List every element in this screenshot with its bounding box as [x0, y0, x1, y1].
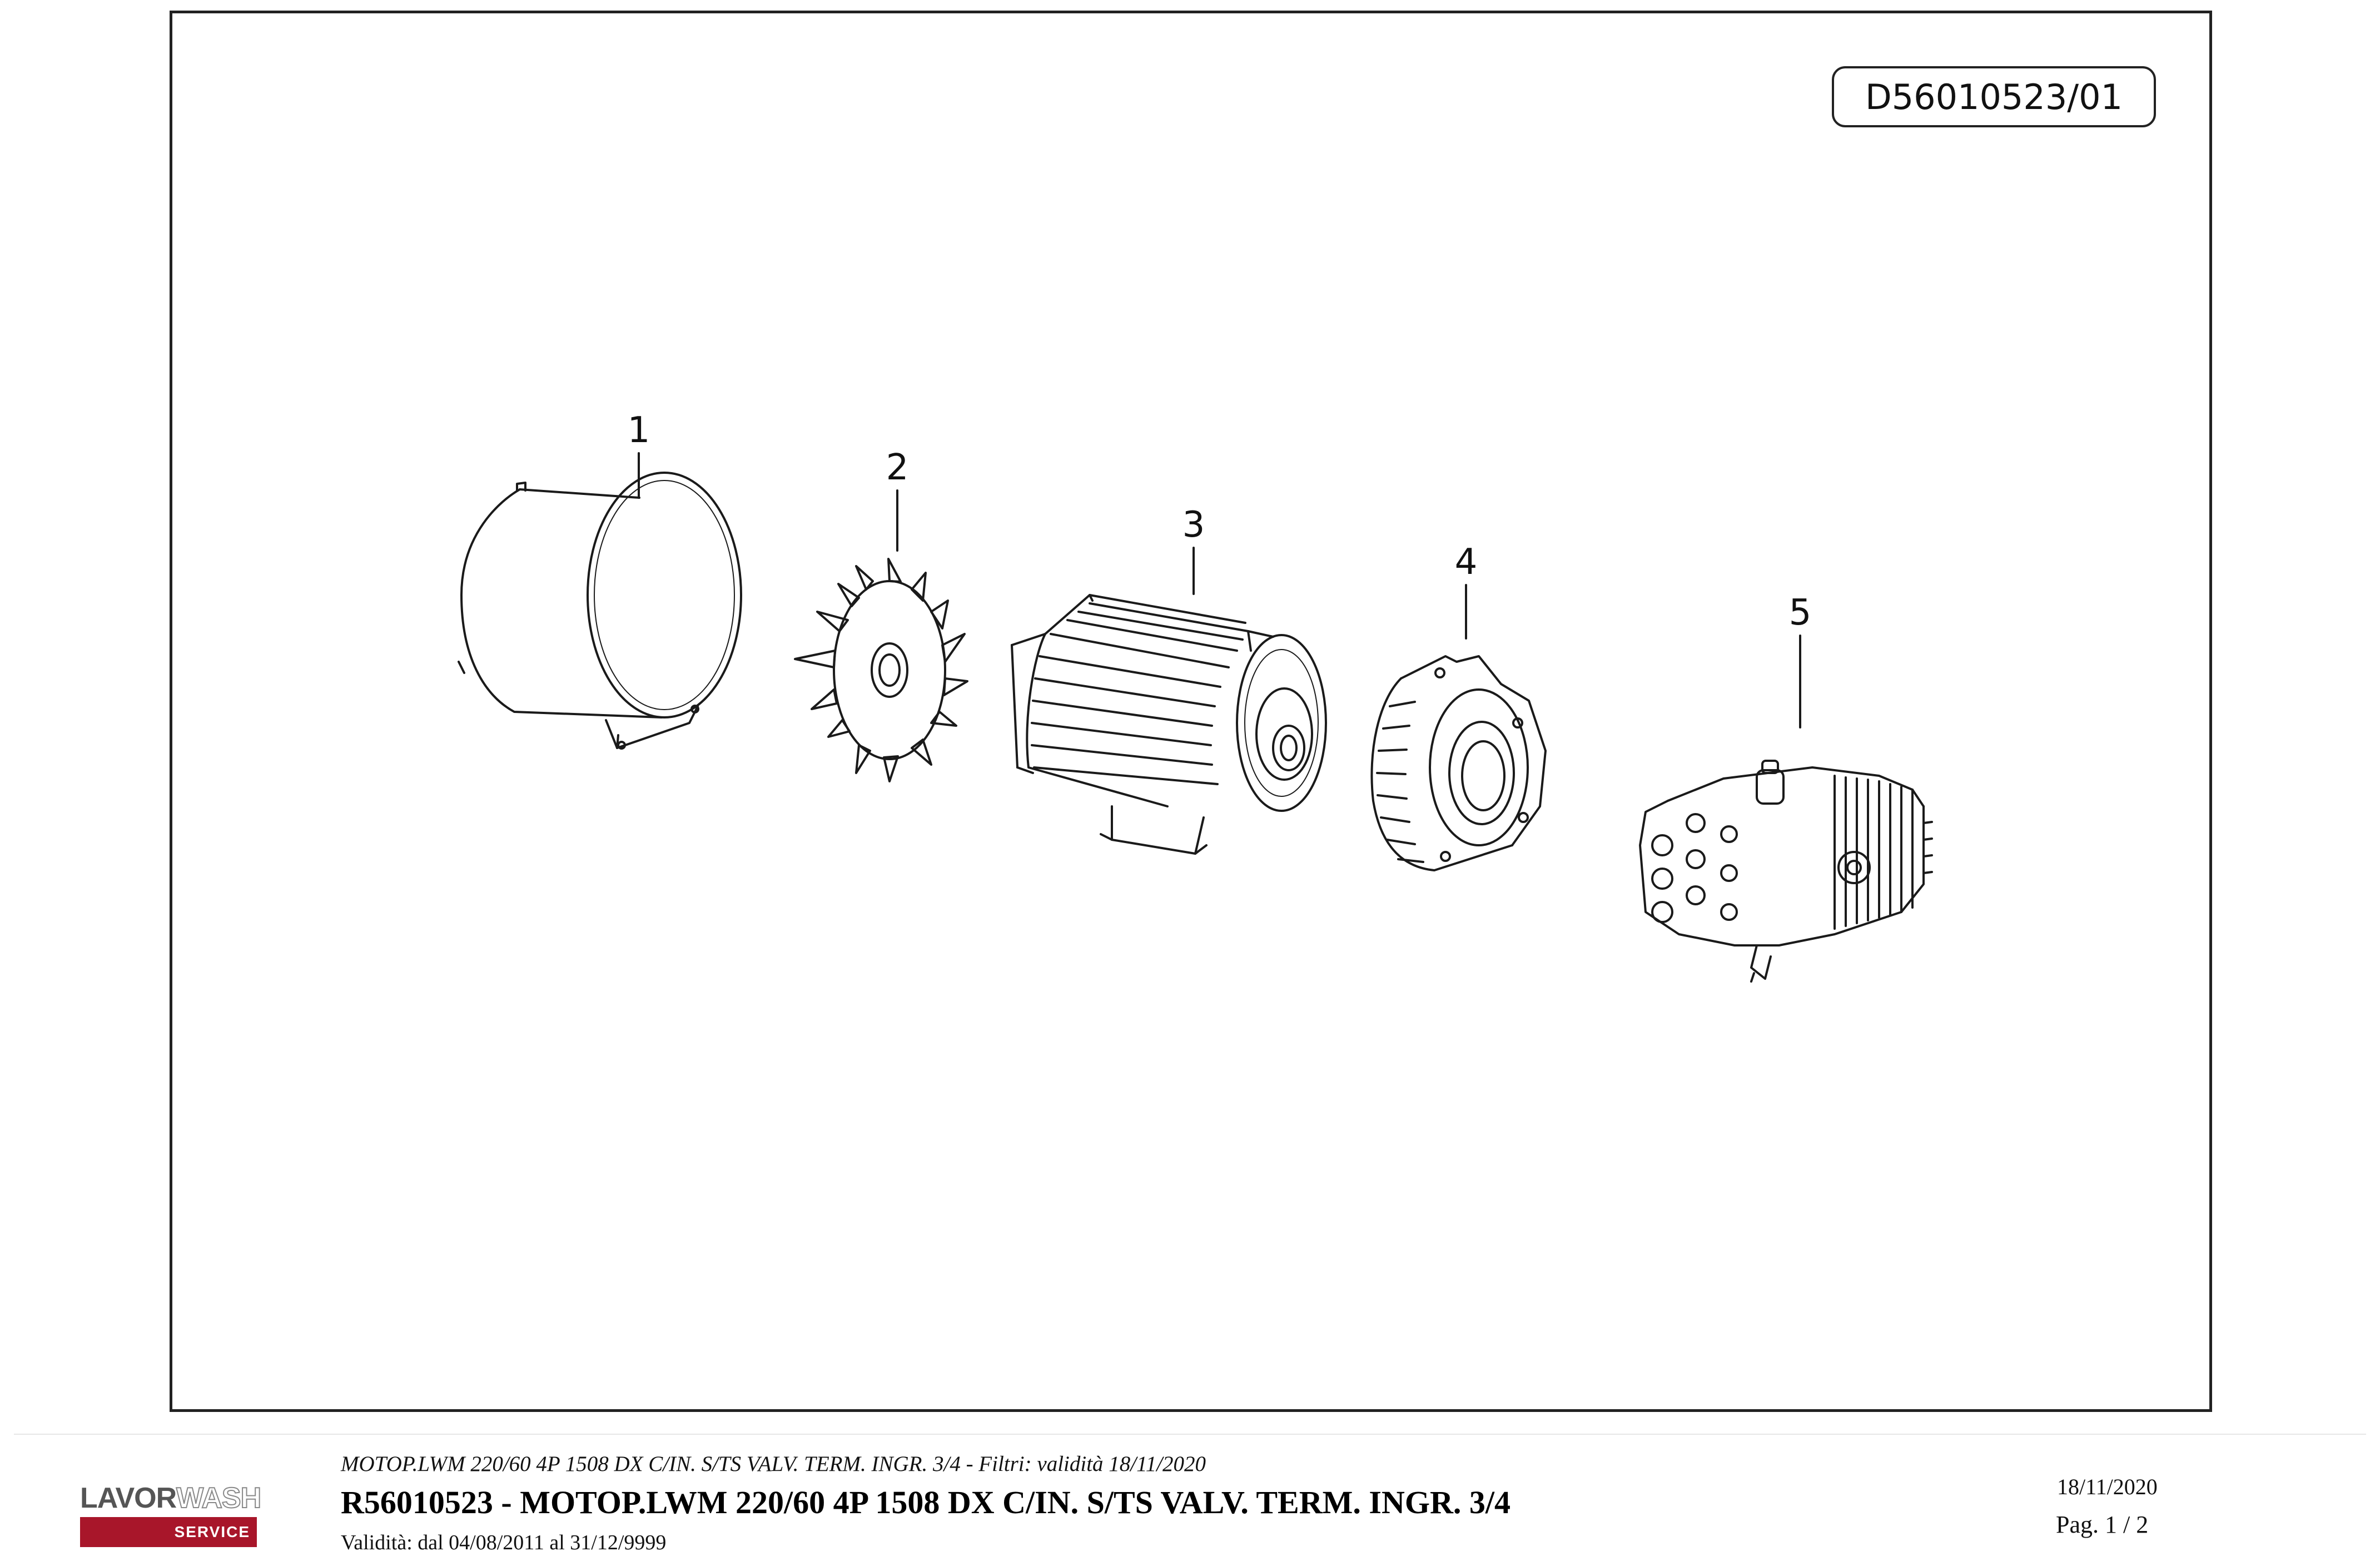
drawing-code-box: D56010523/01: [1832, 66, 2156, 127]
part-number-2: 2: [886, 447, 909, 488]
footer-date: 18/11/2020: [2057, 1474, 2158, 1499]
part-number-4: 4: [1455, 542, 1478, 583]
motor-flange-icon[interactable]: [1370, 655, 1547, 871]
pump-head-icon[interactable]: [1639, 760, 1933, 983]
logo-brand-right: WASH: [176, 1481, 262, 1515]
cooling-fan-icon[interactable]: [794, 558, 968, 782]
footer-validity: Validità: dal 04/08/2011 al 31/12/9999: [341, 1531, 667, 1554]
footer-page-number: Pag. 1 / 2: [2056, 1511, 2149, 1538]
electric-motor-icon[interactable]: [1011, 594, 1327, 855]
footer-title: R56010523 - MOTOP.LWM 220/60 4P 1508 DX …: [341, 1484, 1511, 1520]
logo-tagline: SERVICE: [174, 1523, 250, 1540]
exploded-diagram: 1 2 3 4 5: [458, 410, 1933, 983]
drawing-frame: [170, 11, 2212, 1412]
footer-subtitle: MOTOP.LWM 220/60 4P 1508 DX C/IN. S/TS V…: [341, 1452, 1206, 1476]
logo-tagline-bar: SERVICE: [80, 1517, 257, 1547]
logo-brand-left: LAVOR: [80, 1482, 177, 1514]
part-number-5: 5: [1789, 592, 1812, 633]
motor-cover-icon[interactable]: [458, 472, 742, 750]
part-number-1: 1: [628, 410, 650, 451]
drawing-code: D56010523/01: [1865, 76, 2123, 117]
part-number-3: 3: [1182, 504, 1205, 546]
footer-separator: [14, 1434, 2366, 1435]
